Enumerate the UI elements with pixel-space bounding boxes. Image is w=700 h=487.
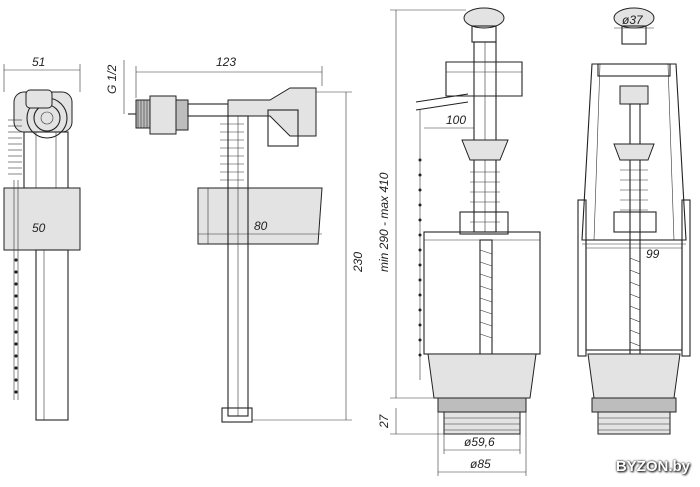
dim-thread: G 1/2: [105, 64, 119, 94]
dim-body-width: 99: [646, 247, 660, 261]
watermark-logo: BYZON.by: [615, 458, 690, 475]
dim-height-range: min 290 - max 410: [377, 172, 391, 272]
dim-base-height: 27: [377, 413, 391, 429]
fill-valve-front-view: [123, 60, 352, 423]
dim-outlet-dia: ø59,6: [464, 435, 495, 449]
dim-float-width-side: 50: [32, 221, 46, 235]
dim-lever-length: 100: [446, 113, 466, 127]
dim-base-dia: ø85: [470, 457, 491, 471]
dim-height-valve: 230: [351, 252, 365, 273]
dim-width-side: 51: [32, 55, 45, 69]
flush-valve-front-view: [577, 7, 691, 435]
fill-valve-side-view: [3, 64, 81, 421]
dim-button-dia: ø37: [622, 13, 644, 27]
flush-valve-side-view: [390, 7, 541, 476]
dim-float-width-front: 80: [254, 219, 268, 233]
dim-length: 123: [216, 55, 236, 69]
